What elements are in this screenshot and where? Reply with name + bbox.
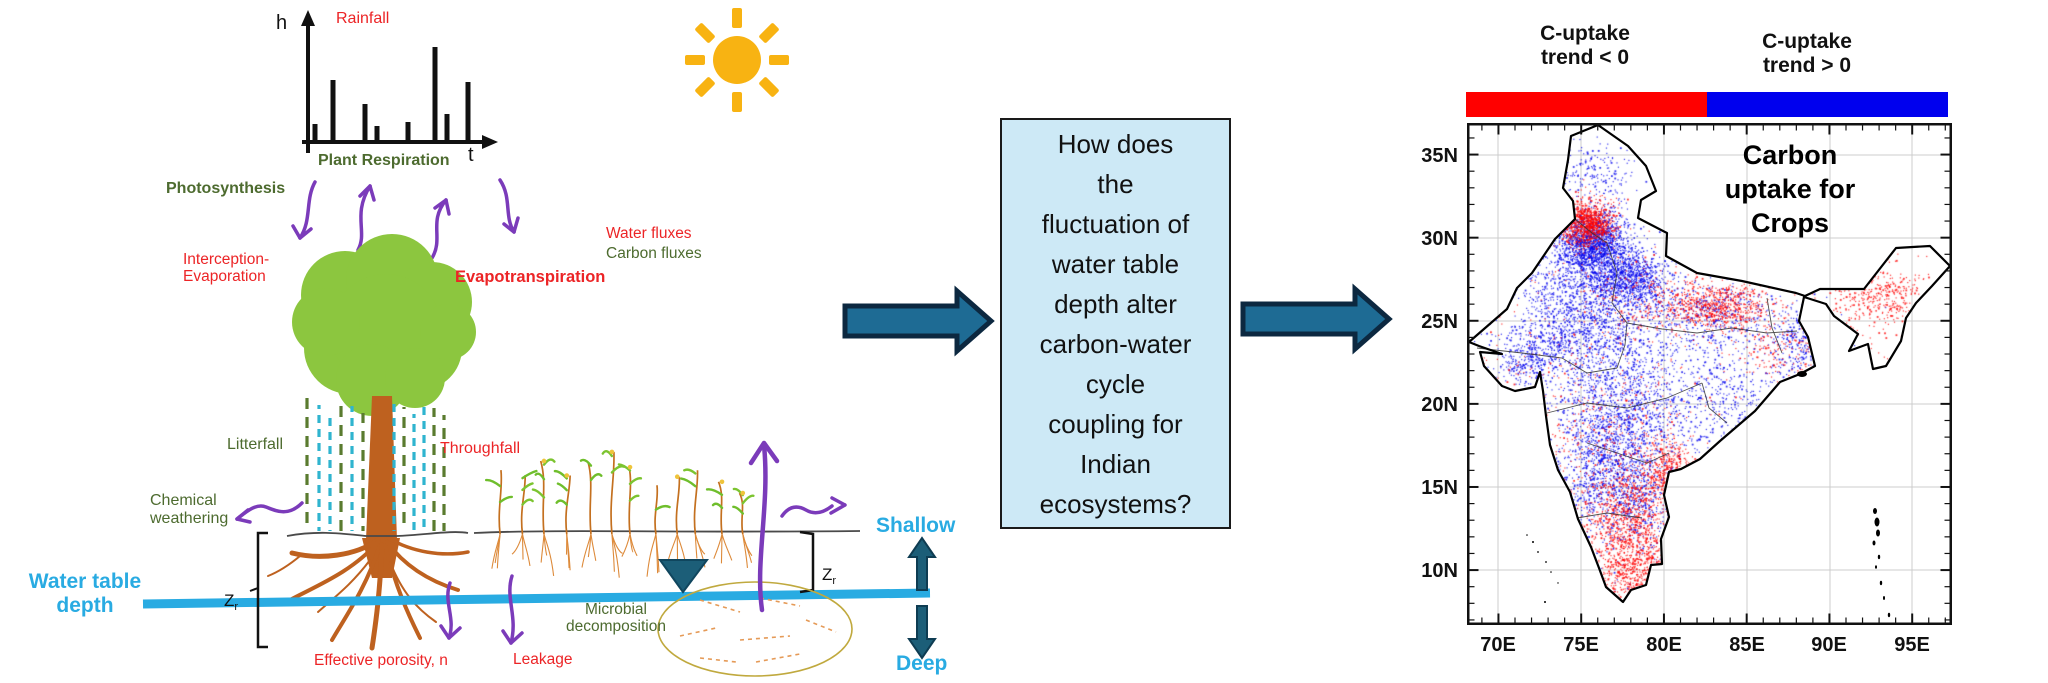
throughfall-label: Throughfall bbox=[440, 440, 521, 457]
ytick-25n: 25N bbox=[1421, 311, 1458, 333]
deep-down-arrow bbox=[907, 605, 937, 660]
india-outline bbox=[1467, 123, 1952, 604]
evapotranspiration-label: Evapotranspiration bbox=[455, 268, 606, 286]
question-box: How does the fluctuation of water table … bbox=[1000, 118, 1231, 529]
ytick-15n: 15N bbox=[1421, 477, 1458, 499]
effective-porosity-label: Effective porosity, n bbox=[314, 652, 448, 669]
india-map: Carbon uptake for Crops bbox=[1467, 123, 1952, 625]
chemical-weathering-label: Chemical weathering bbox=[150, 492, 229, 527]
ytick-10n: 10N bbox=[1421, 560, 1458, 582]
flow-arrow-left bbox=[842, 285, 995, 357]
rainfall-label: Rainfall bbox=[336, 10, 390, 27]
ytick-35n: 35N bbox=[1421, 145, 1458, 167]
chart-y-axis-label: h bbox=[276, 12, 288, 34]
zr-bracket-left bbox=[249, 531, 268, 649]
xtick-95e: 95E bbox=[1894, 634, 1930, 656]
litterfall-label: Litterfall bbox=[227, 436, 284, 453]
sun-icon bbox=[685, 8, 789, 112]
ytick-30n: 30N bbox=[1421, 228, 1458, 250]
shallow-up-arrow bbox=[907, 536, 937, 591]
tree-trunk bbox=[366, 396, 397, 540]
water-table-depth-label: Water table depth bbox=[28, 570, 142, 617]
flow-arrow-right bbox=[1240, 283, 1393, 355]
rainfall-chart bbox=[301, 10, 498, 153]
crops bbox=[484, 449, 755, 578]
zr-left-label: Zr bbox=[224, 591, 239, 614]
state-boundaries bbox=[1476, 218, 1798, 519]
tree bbox=[267, 234, 476, 651]
xtick-80e: 80E bbox=[1646, 634, 1682, 656]
legend-positive-label: C-uptake trend > 0 bbox=[1762, 30, 1852, 77]
xtick-90e: 90E bbox=[1811, 634, 1847, 656]
map-ticks bbox=[1469, 125, 1950, 623]
carbon-fluxes-label: Carbon fluxes bbox=[606, 245, 702, 262]
xtick-85e: 85E bbox=[1729, 634, 1765, 656]
water-table-line bbox=[142, 588, 931, 609]
deep-label: Deep bbox=[896, 652, 948, 675]
rain-bars bbox=[312, 47, 471, 142]
litterfall-throughfall-dashes bbox=[305, 398, 446, 531]
water-table-triangle bbox=[658, 559, 709, 594]
leakage-label: Leakage bbox=[513, 651, 573, 668]
map-frame bbox=[1467, 123, 1952, 625]
chemical-weathering-arrow bbox=[235, 501, 304, 524]
plant-respiration-label: Plant Respiration bbox=[318, 152, 450, 169]
islands bbox=[1526, 371, 1891, 618]
question-text: How does the fluctuation of water table … bbox=[1039, 128, 1192, 519]
interception-evaporation-label: Interception- Evaporation bbox=[183, 251, 270, 286]
ytick-20n: 20N bbox=[1421, 394, 1458, 416]
water-fluxes-label: Water fluxes bbox=[606, 225, 692, 242]
map-overlay bbox=[1467, 123, 1952, 625]
microbial-decomposition-label: Microbial decomposition bbox=[566, 601, 666, 636]
legend-negative-label: C-uptake trend < 0 bbox=[1540, 22, 1630, 69]
canopy-flux-arrows bbox=[291, 178, 520, 260]
map-title: Carbon uptake for Crops bbox=[1724, 140, 1856, 238]
zr-bracket-right bbox=[799, 530, 815, 594]
tree-roots bbox=[267, 536, 470, 651]
chart-x-axis-label: t bbox=[468, 144, 474, 166]
zr-right-label: Zr bbox=[822, 565, 837, 588]
subsurface-flux-arrows bbox=[439, 440, 847, 645]
trend-dots-layer bbox=[1467, 123, 1952, 625]
tree-canopy bbox=[292, 234, 476, 416]
xtick-75e: 75E bbox=[1563, 634, 1599, 656]
shallow-deep-arrows bbox=[907, 536, 937, 660]
legend-colorbar-negative bbox=[1466, 92, 1707, 117]
ground-line bbox=[286, 530, 861, 537]
microbial-zone bbox=[657, 581, 853, 677]
legend-colorbar-positive bbox=[1707, 92, 1948, 117]
xtick-70e: 70E bbox=[1480, 634, 1516, 656]
shallow-label: Shallow bbox=[876, 514, 956, 537]
photosynthesis-label: Photosynthesis bbox=[166, 180, 286, 197]
